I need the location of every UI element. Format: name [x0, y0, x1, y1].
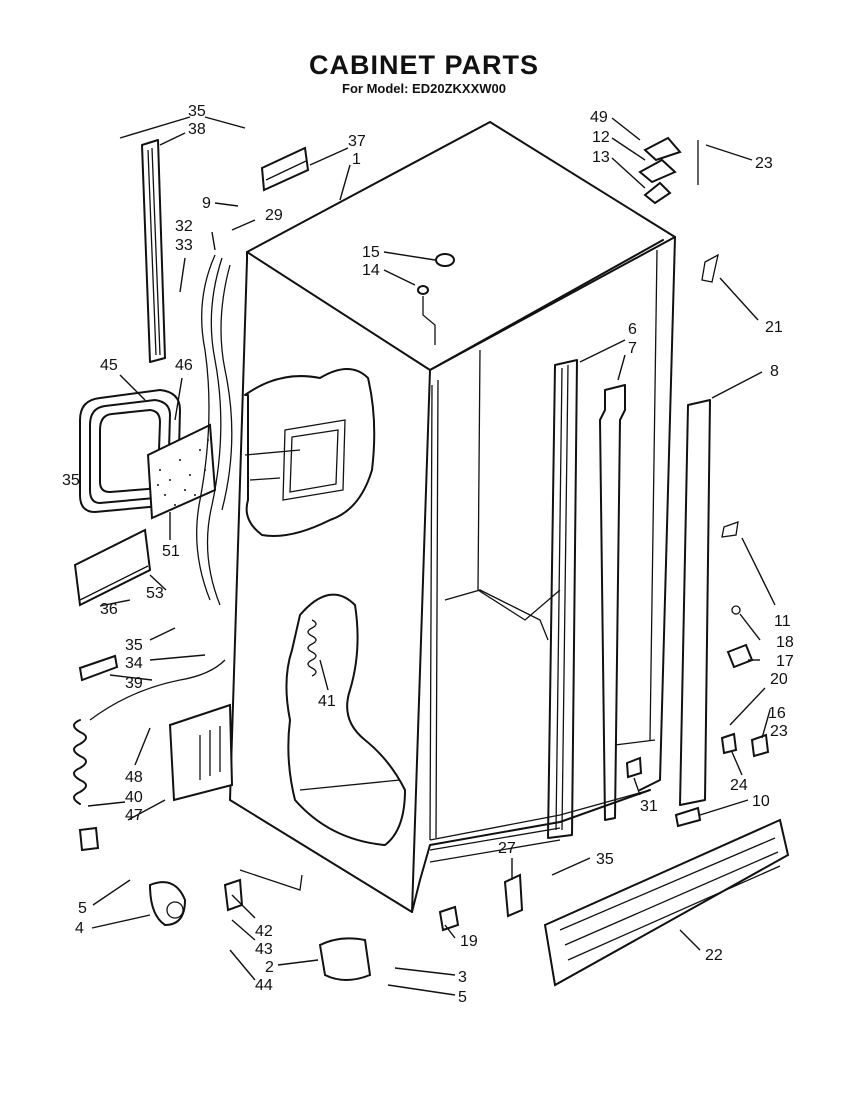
callout-18: 18: [776, 634, 794, 651]
callout-4: 4: [75, 920, 84, 937]
trim-37: [260, 146, 310, 192]
callout-5: 5: [78, 900, 87, 917]
callout-2: 2: [265, 959, 274, 976]
callout-47: 47: [125, 807, 143, 824]
callout-10: 10: [752, 793, 770, 810]
power-cord-40: [73, 659, 226, 852]
callout-45: 45: [100, 357, 118, 374]
callout-19: 19: [460, 933, 478, 950]
callout-14: 14: [362, 262, 380, 279]
callout-48: 48: [125, 769, 143, 786]
callout-35: 35: [596, 851, 614, 868]
callout-12: 12: [592, 129, 610, 146]
callout-6: 6: [628, 321, 637, 338]
compressor-box-48: [168, 703, 234, 802]
right-small-parts: [625, 521, 770, 828]
hinge-strip-38: [141, 139, 166, 363]
callout-35: 35: [188, 103, 206, 120]
callout-53: 53: [146, 585, 164, 602]
cover-36: [73, 528, 152, 607]
callout-46: 46: [175, 357, 193, 374]
callout-21: 21: [765, 319, 783, 336]
callout-38: 38: [188, 121, 206, 138]
callout-42: 42: [255, 923, 273, 940]
callout-41: 41: [318, 693, 336, 710]
top-hinge-parts: [638, 136, 719, 283]
callout-23: 23: [770, 723, 788, 740]
callout-39: 39: [125, 675, 143, 692]
callout-1: 1: [352, 151, 361, 168]
callout-5: 5: [458, 989, 467, 1006]
callout-3: 3: [458, 969, 467, 986]
callout-27: 27: [498, 840, 516, 857]
callout-44: 44: [255, 977, 273, 994]
diagram-title: CABINET PARTS: [308, 50, 539, 80]
callout-24: 24: [730, 777, 748, 794]
callout-37: 37: [348, 133, 366, 150]
callout-20: 20: [770, 671, 788, 688]
bottom-small-parts: [148, 869, 524, 981]
callout-49: 49: [590, 109, 608, 126]
callout-35: 35: [125, 637, 143, 654]
callout-17: 17: [776, 653, 794, 670]
callout-22: 22: [705, 947, 723, 964]
callout-51: 51: [162, 543, 180, 560]
toe-grille-22: [543, 818, 790, 987]
callout-40: 40: [125, 789, 143, 806]
callout-36: 36: [100, 601, 118, 618]
callout-23: 23: [755, 155, 773, 172]
callout-15: 15: [362, 244, 380, 261]
cabinet-body: [229, 121, 676, 913]
callout-13: 13: [592, 149, 610, 166]
callouts: 35 38 37 1 9 29 32 33 49 12 13 23 15 14 …: [62, 103, 794, 1006]
bracket-7: [599, 384, 626, 821]
callout-32: 32: [175, 218, 193, 235]
callout-16: 16: [768, 705, 786, 722]
callout-9: 9: [202, 195, 211, 212]
wire-harness-32: [196, 254, 233, 606]
trim-8: [679, 399, 711, 806]
shelf-support-15: [417, 253, 455, 345]
callout-33: 33: [175, 237, 193, 254]
callout-11: 11: [774, 613, 791, 630]
callout-7: 7: [628, 340, 637, 357]
leader-lines: [87, 116, 776, 996]
bracket-39: [78, 654, 119, 682]
callout-29: 29: [265, 207, 283, 224]
callout-31: 31: [640, 798, 658, 815]
callout-35: 35: [62, 472, 80, 489]
rail-6: [547, 359, 578, 839]
callout-34: 34: [125, 655, 143, 672]
callout-43: 43: [255, 941, 273, 958]
model-number: For Model: ED20ZKXXW00: [342, 81, 506, 96]
callout-8: 8: [770, 363, 779, 380]
